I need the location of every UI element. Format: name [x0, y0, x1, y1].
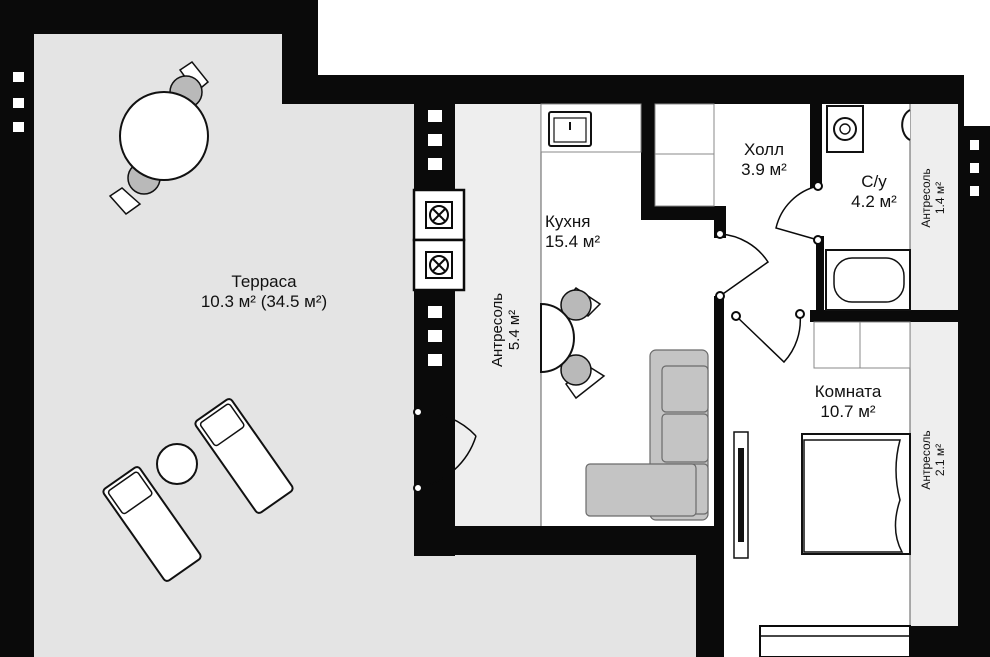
room-area: 15.4 м² — [545, 231, 601, 251]
room-wardrobe — [813, 321, 911, 369]
mezzanine-name: Антресоль — [919, 168, 934, 228]
room-area: 3.9 м² — [741, 159, 787, 179]
mezzanine-name: Антресоль — [919, 430, 934, 490]
kitchen-dining-set — [540, 287, 606, 400]
room-name: Кухня — [545, 212, 591, 231]
room-label-bathroom: С/у 4.2 м² — [851, 172, 897, 211]
room-label-room: Комната 10.7 м² — [815, 382, 882, 421]
terrace-door — [413, 407, 477, 493]
room-name: Терраса — [231, 272, 297, 291]
kitchen-door — [715, 229, 770, 301]
terrace-lounger-1 — [194, 398, 294, 514]
bathroom-toilet — [826, 105, 864, 153]
terrace-floor — [34, 34, 696, 657]
terrace-round-table — [108, 60, 210, 216]
room-area: 10.3 м² (34.5 м²) — [200, 291, 328, 311]
room-tv-stand — [733, 431, 749, 559]
room-label-terrace: Терраса 10.3 м² (34.5 м²) — [201, 272, 327, 311]
kitchen-sink-counter — [540, 103, 642, 153]
mezzanine-area: 5.4 м² — [506, 309, 523, 351]
mezzanine-name: Антресоль — [488, 292, 506, 368]
mezzanine-bathroom-area — [910, 104, 958, 314]
mezzanine-room-area — [910, 322, 958, 626]
mezzanine-label-room: Антресоль 2.1 м² — [919, 430, 948, 490]
mezzanine-area: 1.4 м² — [933, 181, 947, 215]
room-name: Холл — [743, 140, 785, 159]
hall-closet — [654, 103, 715, 207]
bathtub — [825, 249, 911, 311]
room-name: С/у — [861, 172, 887, 191]
room-area: 4.2 м² — [851, 191, 897, 211]
room-bed — [801, 433, 911, 555]
room-label-hall: Холл 3.9 м² — [741, 140, 787, 179]
window-markers — [13, 72, 979, 196]
room-door — [731, 309, 805, 364]
room-area: 10.7 м² — [820, 401, 876, 421]
interior-walls — [641, 104, 958, 526]
mezzanine-label-kitchen: Антресоль 5.4 м² — [489, 293, 524, 367]
bathroom-sink — [901, 109, 911, 141]
room-window — [759, 625, 911, 657]
mezzanine-area: 2.1 м² — [933, 443, 947, 477]
room-label-kitchen: Кухня 15.4 м² — [545, 212, 600, 251]
terrace-lounger-2 — [102, 466, 202, 582]
terrace-side-table — [156, 443, 198, 485]
ventilation-unit — [412, 188, 466, 292]
mezzanine-label-bathroom: Антресоль 1.4 м² — [919, 168, 948, 228]
mezzanine-kitchen-area — [455, 104, 541, 526]
bathroom-door — [775, 181, 823, 245]
room-name: Комната — [814, 382, 882, 401]
kitchen-sofa — [585, 349, 709, 521]
